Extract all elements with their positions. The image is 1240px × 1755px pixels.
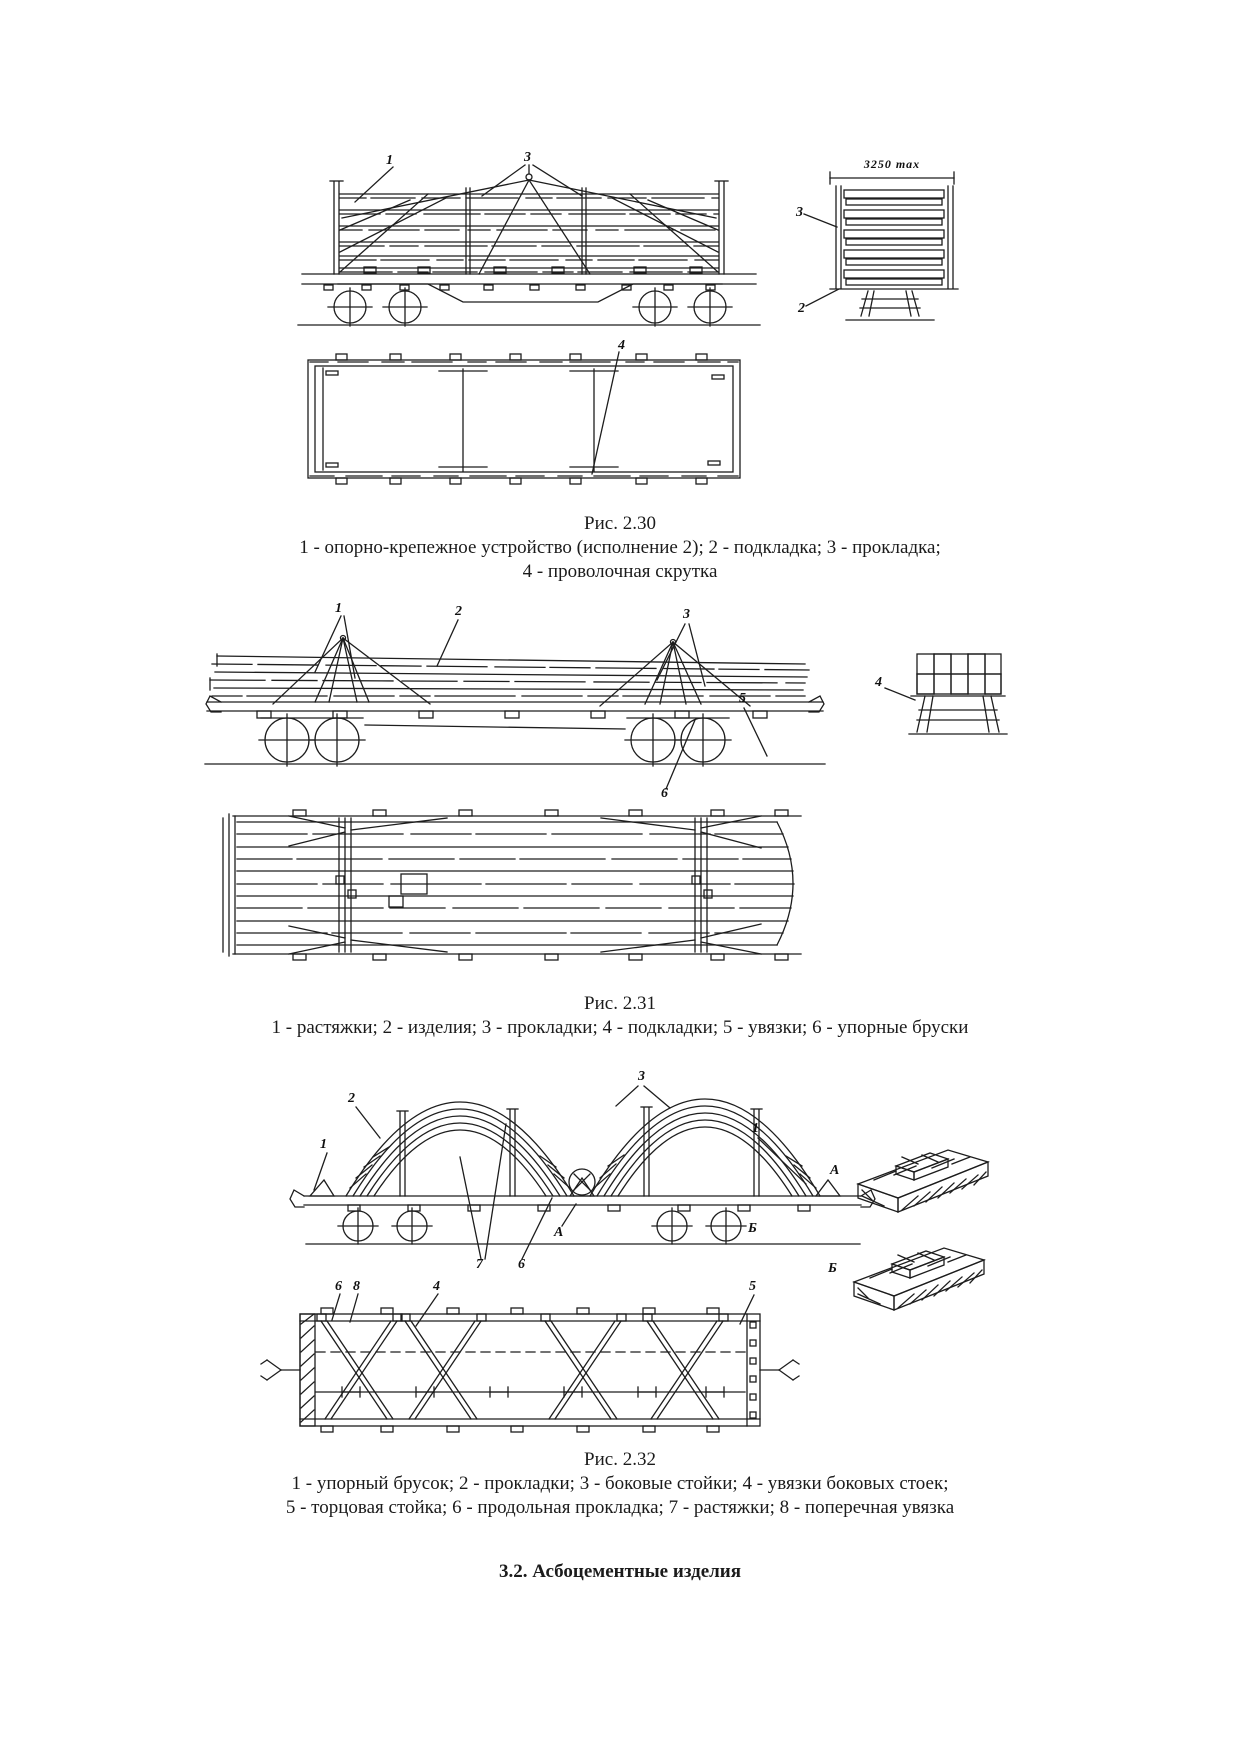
callout-4: 4 xyxy=(432,1279,440,1294)
figure-title: Рис. 2.30 xyxy=(584,513,656,534)
callout-b: Б xyxy=(747,1221,757,1236)
wagon-side-view xyxy=(297,164,761,327)
lashed-load-top-view xyxy=(260,1293,800,1433)
callout-2: 2 xyxy=(347,1091,355,1106)
turnbuckle-marks xyxy=(341,1386,725,1398)
section-heading: 3.2. Асбоцементные изделия xyxy=(498,1561,742,1582)
fig-2-30-end-view-drawing: 3250 max 3 2 xyxy=(795,157,959,321)
callout-5: 5 xyxy=(749,1279,756,1294)
callout-b: Б xyxy=(827,1261,837,1276)
callout-6: 6 xyxy=(518,1257,525,1272)
bundle-top-view xyxy=(222,809,802,961)
callout-5: 5 xyxy=(739,691,746,706)
wire-twist-tie xyxy=(569,368,619,472)
callout-1: 1 xyxy=(752,1121,759,1136)
figure-caption-line: 1 - опорно-крепежное устройство (исполне… xyxy=(299,537,941,558)
plank-stack xyxy=(339,193,719,273)
callout-3: 3 xyxy=(795,205,803,220)
support-stand xyxy=(884,653,1008,735)
fig-2-31-top-view-drawing xyxy=(222,809,802,961)
curved-sheet-stack xyxy=(589,1098,821,1197)
callout-1: 1 xyxy=(386,153,393,168)
flatcar-side-view xyxy=(204,615,826,790)
callout-3: 3 xyxy=(637,1069,645,1084)
wagon-end-view xyxy=(803,171,959,321)
callout-8: 8 xyxy=(353,1279,360,1294)
bogie-wheels xyxy=(258,713,732,767)
cross-lashings xyxy=(316,1313,729,1420)
figure-caption-line: 1 - растяжки; 2 - изделия; 3 - прокладки… xyxy=(271,1017,969,1038)
figure-title: Рис. 2.32 xyxy=(584,1449,656,1470)
figure-title: Рис. 2.31 xyxy=(584,993,656,1014)
stop-block-detail-b xyxy=(853,1247,985,1311)
fig-2-31-support-detail-drawing: 4 xyxy=(874,653,1008,735)
stop-block-detail-a xyxy=(857,1149,989,1213)
fig-2-30-top-view-drawing: 4 xyxy=(307,338,741,485)
fig-2-31-side-view-drawing: 1 2 3 5 6 xyxy=(204,601,826,801)
callout-6: 6 xyxy=(661,786,668,801)
callout-1: 1 xyxy=(320,1137,327,1152)
fig-2-32-side-view-drawing: 2 3 1 1 7 6 А Б xyxy=(289,1069,876,1272)
callout-a: А xyxy=(829,1163,839,1178)
coupler-hooks xyxy=(260,1359,800,1381)
arched-load-side-view xyxy=(289,1085,876,1260)
callout-1: 1 xyxy=(335,601,342,616)
wheels xyxy=(327,287,733,327)
figure-2-30-caption: Рис. 2.30 1 - опорно-крепежное устройств… xyxy=(0,512,1240,584)
callout-3: 3 xyxy=(682,607,690,622)
wagon-top-view xyxy=(307,351,741,485)
figure-caption-line: 5 - торцовая стойка; 6 - продольная прок… xyxy=(285,1497,955,1518)
load-bundle xyxy=(209,653,810,697)
figure-caption-line: 1 - упорный брусок; 2 - прокладки; 3 - б… xyxy=(291,1473,949,1494)
callout-6: 6 xyxy=(335,1279,342,1294)
callout-4: 4 xyxy=(874,675,882,690)
figure-caption-line: 4 - проволочная скрутка xyxy=(522,561,718,582)
callout-2: 2 xyxy=(797,301,805,316)
callout-3: 3 xyxy=(523,150,531,165)
fig-2-32-top-view-drawing: 6 8 4 5 xyxy=(260,1279,800,1433)
dimension-label: 3250 max xyxy=(863,157,920,171)
callout-7: 7 xyxy=(476,1257,484,1272)
callout-a: А xyxy=(553,1225,563,1240)
wire-twist-tie xyxy=(438,368,488,472)
fig-2-32-block-details-drawing: А Б xyxy=(827,1149,989,1311)
callout-4: 4 xyxy=(617,338,625,353)
figure-2-32-caption: Рис. 2.32 1 - упорный брусок; 2 - прокла… xyxy=(0,1448,1240,1520)
curved-sheet-stack xyxy=(345,1101,575,1197)
callout-2: 2 xyxy=(454,604,462,619)
fig-2-30-side-view-drawing: 1 3 xyxy=(297,150,761,327)
figure-2-31-caption: Рис. 2.31 1 - растяжки; 2 - изделия; 3 -… xyxy=(0,992,1240,1040)
